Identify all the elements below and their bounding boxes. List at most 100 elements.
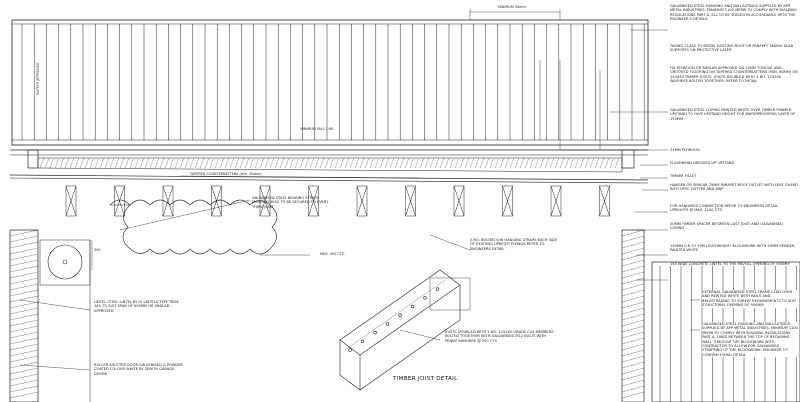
hatch-line: [194, 157, 200, 169]
hatch-line: [404, 157, 410, 169]
hatch-line: [489, 157, 495, 169]
hatch-line: [209, 157, 215, 169]
note-left-1: LINTEL STEEL LINTEL BY IG LINTELS TYPE T…: [94, 300, 179, 313]
wall-hatch: [9, 241, 39, 249]
wall-hatch: [621, 379, 645, 387]
joist: [599, 185, 610, 217]
left-wall: [9, 229, 39, 402]
bolt-mark: [360, 339, 365, 343]
joist: [550, 185, 562, 217]
wall-hatch: [621, 355, 645, 363]
wall-hatch: [621, 247, 645, 255]
note-right-1: GALVANISED STEEL HANGING AND BALLASTINGS…: [670, 4, 797, 22]
hatch-line: [274, 157, 280, 169]
hatch-line: [244, 157, 250, 169]
hatch-line: [294, 157, 300, 169]
bolt-mark: [398, 313, 402, 317]
bolt-mark: [435, 287, 440, 291]
note-left-2: ROLLER SHUTTER DOOR GALVANISED & POWDER …: [94, 363, 183, 376]
hatch-line: [319, 157, 325, 169]
joist: [308, 185, 319, 217]
hatch-line: [389, 157, 395, 169]
note-right-8: HANGER OR SIMILAR 75mm PARAPET ROOF OUTL…: [670, 183, 798, 192]
hatch-line: [179, 157, 185, 169]
wall-hatch: [621, 289, 645, 297]
joist: [405, 185, 416, 217]
hatch-line: [169, 157, 175, 169]
note-right-3: FIX PLYWOOD OR SIMILAR APPROVED ON 22mm …: [670, 66, 798, 84]
hatch-line: [469, 157, 475, 169]
hatch-line: [119, 157, 125, 169]
note-mid-1: GALVANISED STEEL BEARING STRAPS MINIMUM …: [252, 196, 329, 209]
hatch-line: [534, 157, 540, 169]
hatch-line: [599, 157, 605, 169]
wall-hatch: [9, 337, 39, 345]
hatch-line: [204, 157, 210, 169]
wall-hatch: [621, 301, 645, 309]
hatch-line: [369, 157, 375, 169]
hatch-line: [149, 157, 155, 169]
hatch-line: [524, 157, 530, 169]
note-right-7: TIMBER FILLET: [670, 174, 697, 178]
hatch-line: [234, 157, 240, 169]
joist-sections: [65, 185, 610, 217]
drawing-title: TIMBER JOIST DETAIL: [393, 376, 458, 382]
wall-hatch: [621, 241, 645, 249]
top-dimension: [469, 9, 561, 20]
wall-hatch: [9, 307, 39, 315]
joist: [162, 185, 174, 217]
hatch-line: [549, 157, 555, 169]
hatch-line: [69, 157, 75, 169]
hatch-line: [444, 157, 450, 169]
wall-hatch: [9, 265, 39, 273]
wall-hatch: [9, 259, 39, 267]
hatch-line: [604, 157, 610, 169]
wall-hatch: [9, 343, 39, 351]
hatch-line: [359, 157, 365, 169]
hatch-line: [229, 157, 235, 169]
note-right-6: FLASHBAND DRESSED UP UPSTAND: [670, 161, 735, 165]
hatch-line: [499, 157, 505, 169]
hatch-line: [259, 157, 265, 169]
hatch-line: [414, 157, 420, 169]
wall-hatch: [9, 367, 39, 375]
wall-hatch: [9, 229, 39, 237]
bolt-mark: [348, 348, 352, 352]
bolt-mark: [410, 304, 415, 309]
hatch-line: [354, 157, 360, 169]
hatch-line: [174, 157, 180, 169]
dim-fall: MINIMUM FALL 1:80: [300, 127, 334, 131]
hatch-line: [219, 157, 225, 169]
wall-hatch: [9, 289, 39, 297]
wall-hatch: [9, 379, 39, 387]
hatch-line: [309, 157, 315, 169]
hatch-line: [154, 157, 160, 169]
hatch-line: [339, 157, 345, 169]
hatch-line: [454, 157, 460, 169]
hatch-line: [579, 157, 585, 169]
wall-hatch: [9, 295, 39, 303]
wall-hatch: [9, 325, 39, 333]
hatch-line: [574, 157, 580, 169]
hatch-line: [554, 157, 560, 169]
hatch-line: [39, 157, 45, 169]
hatch-line: [569, 157, 575, 169]
hatch-line: [279, 157, 285, 169]
hatch-line: [84, 157, 90, 169]
hatch-line: [494, 157, 500, 169]
hatch-line: [184, 157, 190, 169]
hatch-line: [74, 157, 80, 169]
wall-hatch: [9, 301, 39, 309]
hatch-line: [224, 157, 230, 169]
hatch-line: [464, 157, 470, 169]
bolt-mark: [385, 322, 390, 326]
wall-hatch: [621, 229, 645, 237]
wall-hatch: [9, 247, 39, 255]
hatch-line: [379, 157, 385, 169]
hatch-line: [449, 157, 455, 169]
wall-hatch: [9, 313, 39, 321]
note-right-4: GALVANISED STEEL COPING PAINTED WHITE OV…: [670, 108, 796, 121]
hatch-line: [44, 157, 50, 169]
wall-hatch: [9, 277, 39, 285]
wall-hatch: [621, 385, 645, 393]
